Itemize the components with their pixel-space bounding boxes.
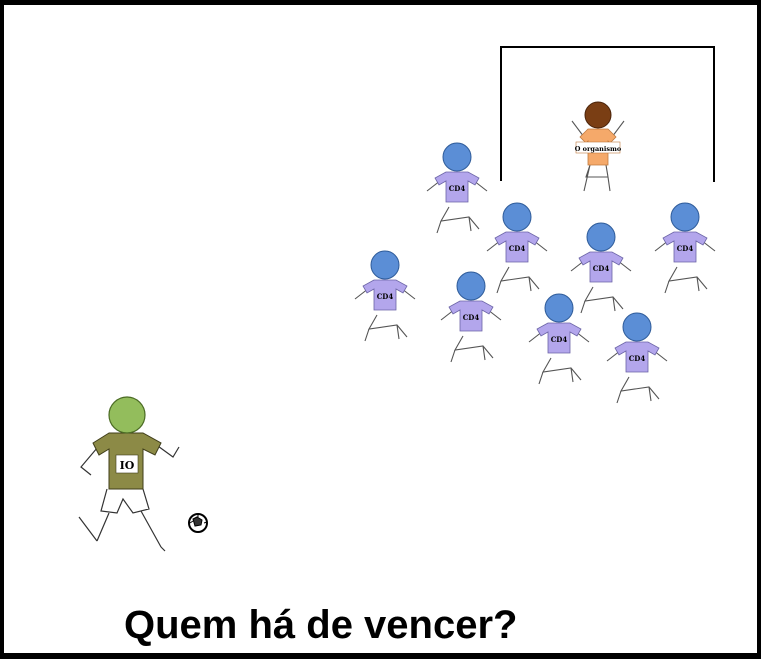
defender-head (670, 202, 700, 232)
defender-label: CD4 (463, 313, 480, 322)
defender-shirt (662, 231, 708, 263)
goal-frame (500, 46, 715, 182)
defender-head (370, 250, 400, 280)
defender-head (442, 142, 472, 172)
defender-label: CD4 (551, 335, 568, 344)
defender-cd4: CD4 (440, 271, 502, 363)
goalkeeper-legs (583, 164, 611, 192)
defender-label: CD4 (593, 264, 610, 273)
defender-shirt (362, 279, 408, 311)
defender-legs (538, 357, 582, 385)
attacker-label: IO (120, 459, 135, 472)
defender-shirt (536, 322, 582, 354)
defender-head (544, 293, 574, 323)
defender-label: CD4 (509, 244, 526, 253)
goalkeeper-organismo: O organismo (571, 101, 625, 192)
goalkeeper-arms (571, 120, 625, 138)
ball-pattern (189, 514, 208, 527)
defender-label: CD4 (449, 184, 466, 193)
defender-cd4: CD4 (426, 142, 488, 234)
defender-head (622, 312, 652, 342)
goalkeeper-head (584, 101, 612, 129)
defender-cd4: CD4 (486, 202, 548, 294)
defender-label: CD4 (677, 244, 694, 253)
goalkeeper-label: O organismo (575, 145, 622, 153)
defender-head (456, 271, 486, 301)
defender-label: CD4 (629, 354, 646, 363)
defender-shirt (434, 171, 480, 203)
defender-cd4: CD4 (528, 293, 590, 385)
defender-cd4: CD4 (606, 312, 668, 404)
defender-legs (616, 376, 660, 404)
defender-shirt (448, 300, 494, 332)
defender-legs (436, 206, 480, 234)
defender-cd4: CD4 (354, 250, 416, 342)
defender-shirt (614, 341, 660, 373)
attacker-legs (78, 510, 166, 552)
attacker-label-box (115, 454, 139, 474)
caption-title: Quem há de vencer? (124, 603, 518, 647)
defender-legs (364, 314, 408, 342)
defender-legs (580, 286, 624, 314)
soccer-ball-icon (188, 513, 208, 533)
defender-head (586, 222, 616, 252)
defender-legs (450, 335, 494, 363)
defender-cd4: CD4 (570, 222, 632, 314)
defender-legs (664, 266, 708, 294)
defender-shirt (578, 251, 624, 283)
defender-head (502, 202, 532, 232)
defender-label: CD4 (377, 292, 394, 301)
goalkeeper-label-box (575, 141, 621, 154)
attacker-shorts (100, 488, 150, 514)
attacker-io: IO (78, 396, 180, 552)
defender-shirt (494, 231, 540, 263)
defender-legs (496, 266, 540, 294)
attacker-head (108, 396, 146, 434)
defender-cd4: CD4 (654, 202, 716, 294)
